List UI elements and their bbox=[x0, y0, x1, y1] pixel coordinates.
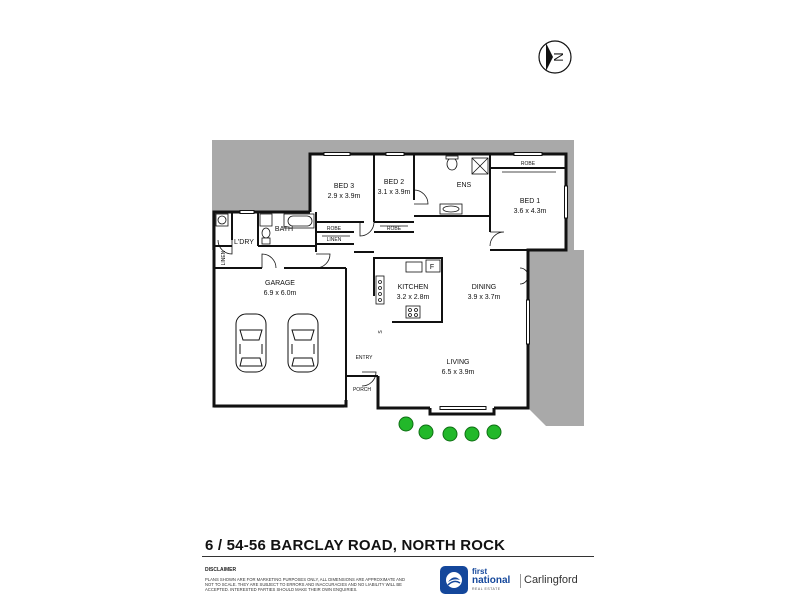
kitchen-size: 3.2 x 2.8m bbox=[397, 294, 430, 301]
garage-name: GARAGE bbox=[265, 280, 295, 287]
linen-ldry-label: LINEN bbox=[221, 250, 227, 265]
brand-separator bbox=[520, 574, 521, 588]
title-rule bbox=[202, 556, 594, 557]
windows bbox=[239, 152, 568, 410]
car-1 bbox=[235, 313, 267, 373]
robe-bed3-label: ROBE bbox=[327, 226, 342, 232]
doors bbox=[217, 189, 529, 387]
tree bbox=[418, 424, 434, 440]
bed3-name: BED 3 bbox=[334, 183, 354, 190]
bed1-size: 3.6 x 4.3m bbox=[514, 208, 547, 215]
tree bbox=[464, 426, 480, 442]
agency-brand: first national REAL ESTATE Carlingford bbox=[440, 566, 590, 594]
living-name: LIVING bbox=[447, 359, 470, 366]
brand-first: first bbox=[472, 567, 488, 576]
brand-national: national bbox=[472, 575, 511, 586]
first-national-logo-icon bbox=[440, 566, 468, 594]
ens-name: ENS bbox=[457, 182, 472, 189]
bath-fixtures bbox=[259, 213, 315, 245]
bed2-name: BED 2 bbox=[384, 179, 404, 186]
laundry-tub bbox=[215, 213, 229, 227]
tree bbox=[442, 426, 458, 442]
bed1-name: BED 1 bbox=[520, 198, 540, 205]
garage-size: 6.9 x 6.0m bbox=[264, 290, 297, 297]
bath-name: BATH bbox=[275, 226, 293, 233]
robe-bed2-label: ROBE bbox=[387, 226, 402, 232]
kitchen-name: KITCHEN bbox=[398, 284, 429, 291]
fridge-label: F bbox=[430, 264, 434, 271]
storage-label: S bbox=[378, 330, 384, 334]
dining-name: DINING bbox=[472, 284, 497, 291]
kitchen-fixtures bbox=[375, 259, 441, 319]
linen-hall-label: LINEN bbox=[327, 237, 342, 243]
compass-icon: N bbox=[538, 40, 572, 74]
bed2-size: 3.1 x 3.9m bbox=[378, 189, 411, 196]
compass-letter: N bbox=[551, 52, 566, 61]
living-size: 6.5 x 3.9m bbox=[442, 369, 475, 376]
brand-sub: REAL ESTATE bbox=[472, 587, 501, 591]
porch-name: PORCH bbox=[353, 387, 371, 393]
disclaimer-title: DISCLAIMER bbox=[205, 567, 237, 573]
robe-bed1-label: ROBE bbox=[521, 161, 536, 167]
bed3-size: 2.9 x 3.9m bbox=[328, 193, 361, 200]
ldry-name: L'DRY bbox=[234, 239, 254, 246]
property-address: 6 / 54-56 BARCLAY ROAD, NORTH ROCK bbox=[205, 537, 506, 554]
site-shading-left bbox=[212, 140, 310, 212]
entry-name: ENTRY bbox=[356, 355, 374, 361]
ensuite-fixtures bbox=[439, 155, 489, 215]
tree bbox=[486, 424, 502, 440]
car-2 bbox=[287, 313, 319, 373]
trees bbox=[398, 416, 502, 442]
brand-office: Carlingford bbox=[524, 574, 578, 586]
dining-size: 3.9 x 3.7m bbox=[468, 294, 501, 301]
tree bbox=[398, 416, 414, 432]
robe-sliders bbox=[322, 171, 556, 237]
disclaimer-text: PLANS SHOWN ARE FOR MARKETING PURPOSES O… bbox=[205, 577, 405, 592]
interior-walls bbox=[214, 154, 566, 400]
